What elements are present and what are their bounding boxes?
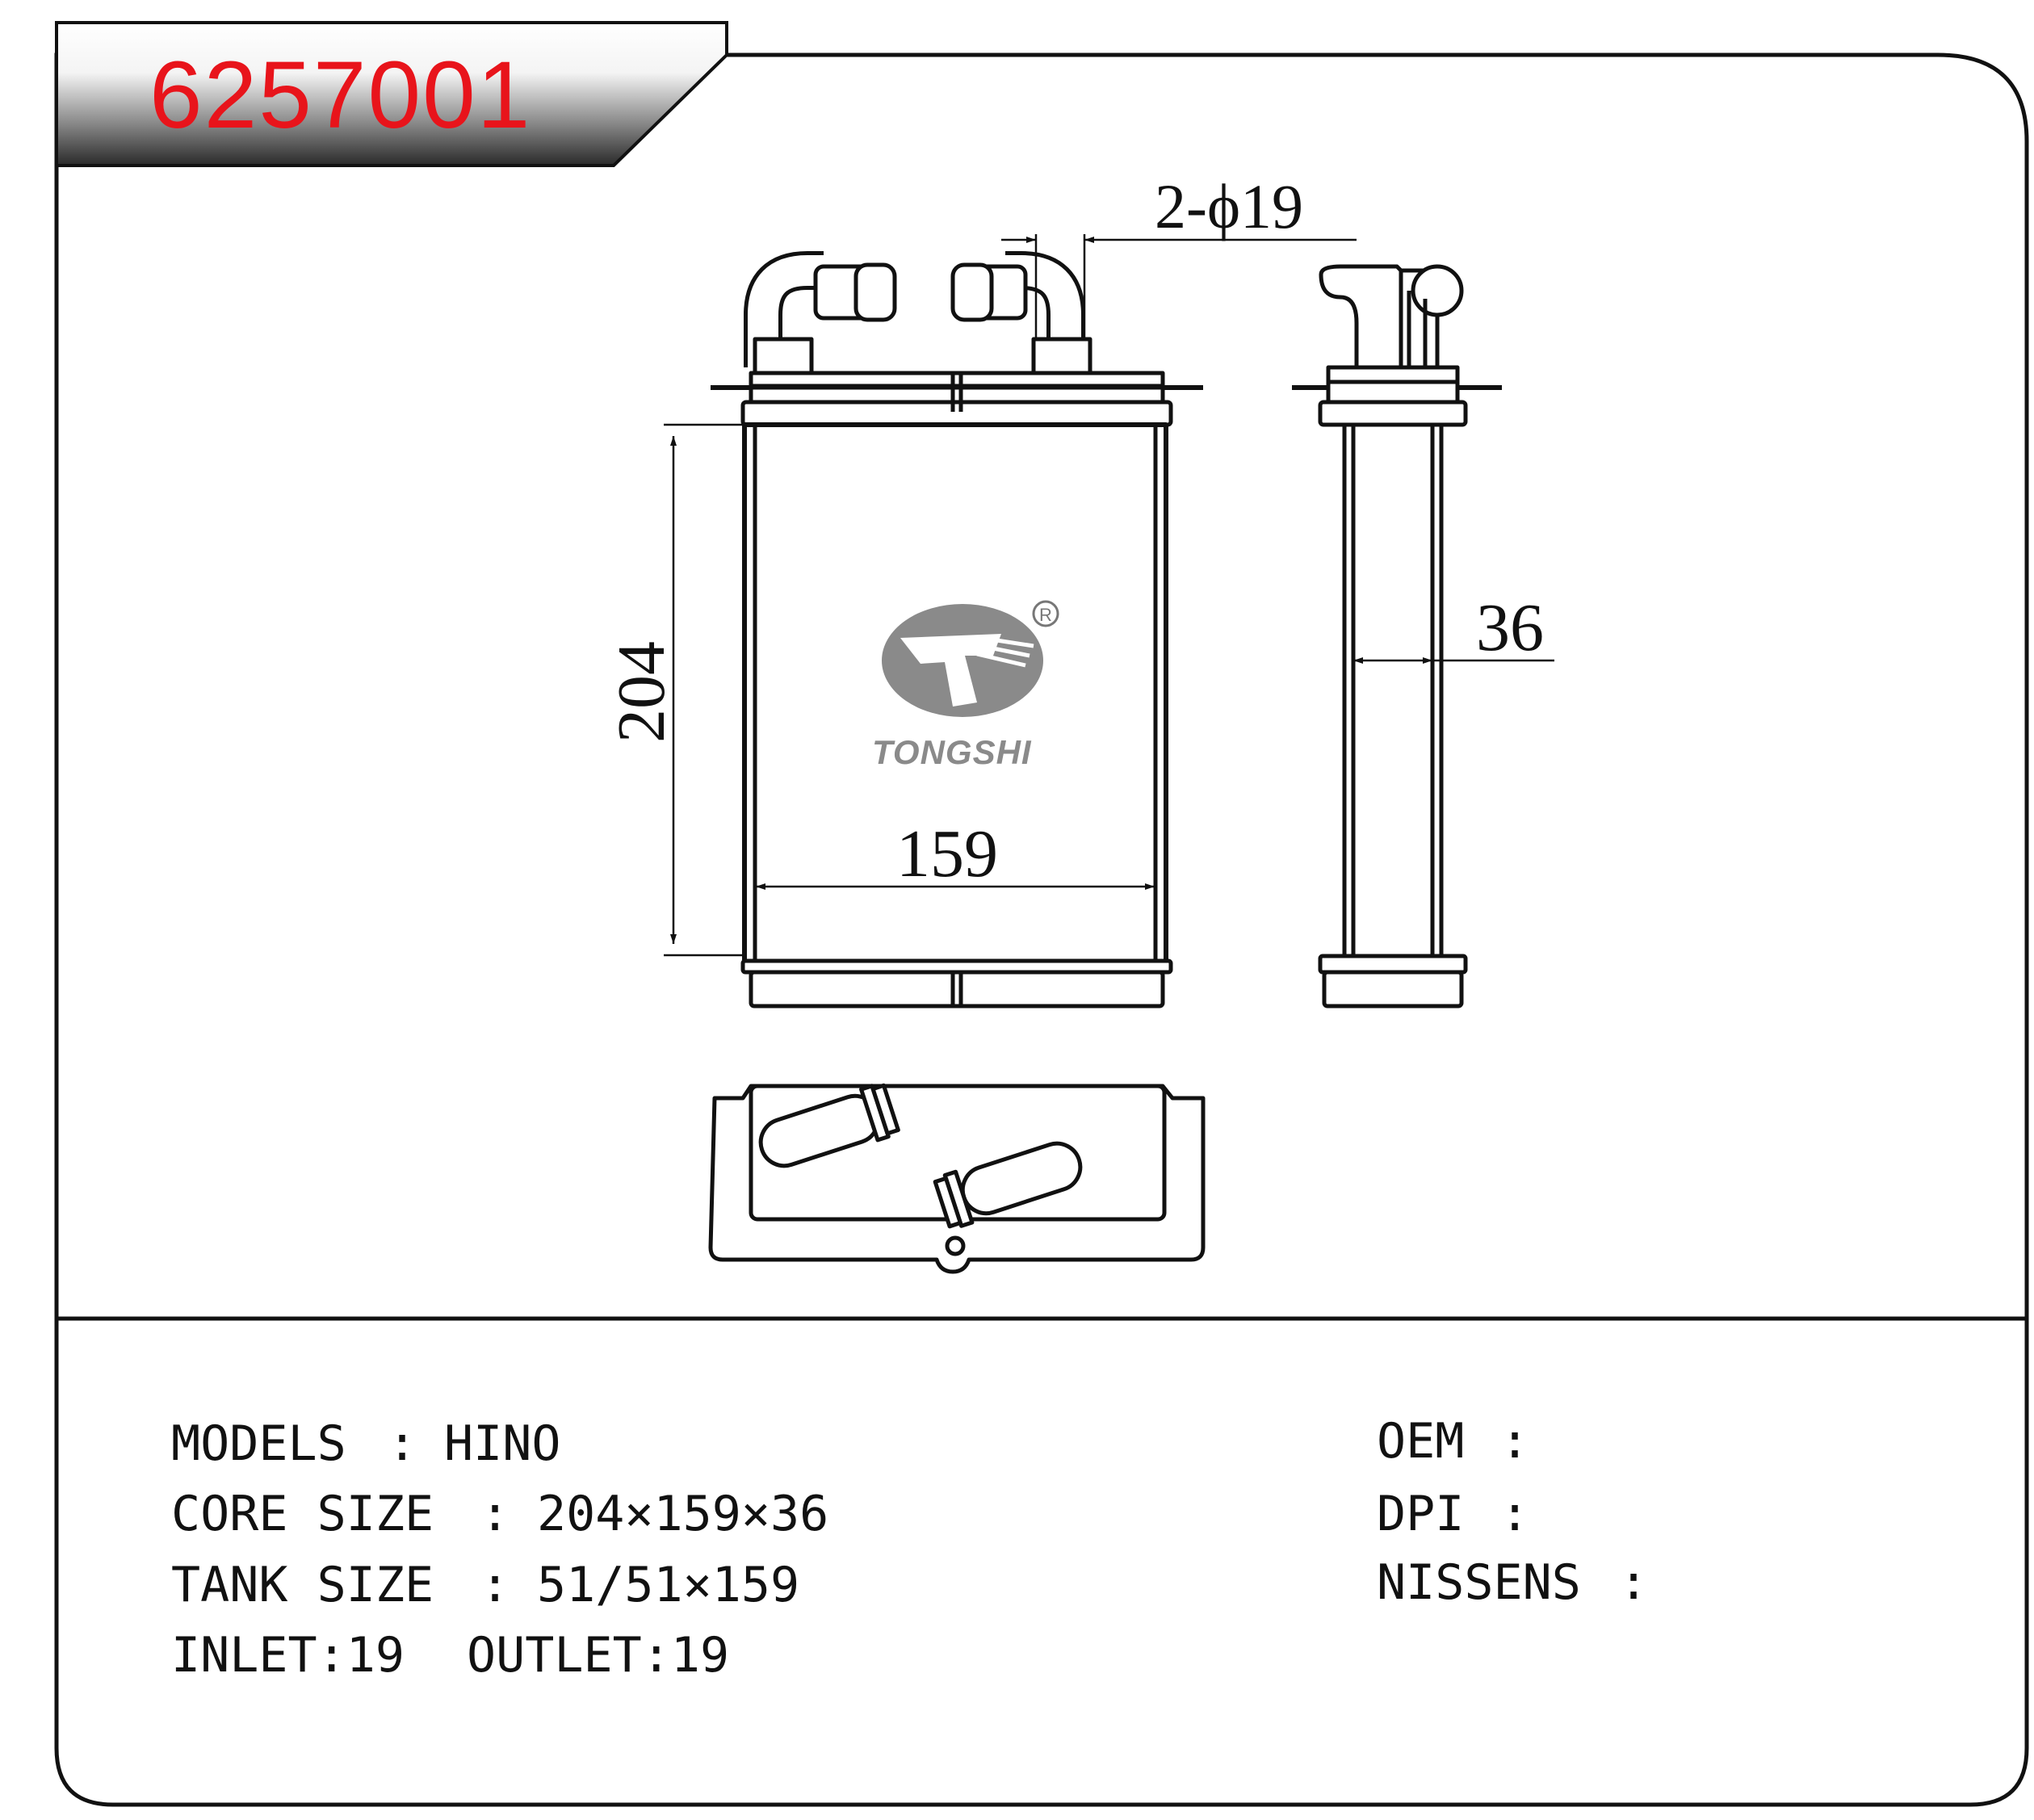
spec-models-value: HINO: [444, 1415, 561, 1472]
spec-tank-size-label: TANK SIZE: [171, 1557, 434, 1613]
spec-dpi-label: DPI: [1377, 1486, 1464, 1542]
top-view: [708, 1083, 1206, 1274]
registered-mark: R: [1039, 605, 1052, 625]
front-dimensions: [664, 234, 1357, 957]
part-number: 6257001: [149, 42, 531, 149]
spec-core-size-label: CORE SIZE: [171, 1486, 434, 1542]
dimension-depth: 36: [1476, 590, 1544, 665]
spec-tank-size-value: 51/51×159: [537, 1557, 799, 1613]
brand-logo: R TONGSHI: [872, 600, 1059, 771]
dimension-pipe: 2-ϕ19: [1155, 171, 1303, 241]
spec-nissens-sep: :: [1619, 1554, 1648, 1611]
side-view: [1292, 264, 1502, 1009]
spec-core-size-sep: :: [480, 1486, 510, 1542]
sheet-frame: [54, 52, 2029, 1807]
dimension-width: 159: [896, 816, 998, 891]
spec-oem-label: OEM: [1377, 1413, 1464, 1470]
spec-models-label: MODELS: [171, 1415, 346, 1472]
part-number-banner: 6257001: [55, 21, 728, 167]
dimension-height: 204: [604, 641, 679, 743]
spec-outlet: OUTLET:19: [467, 1627, 729, 1684]
spec-inlet: INLET:19: [171, 1627, 405, 1684]
brand-name: TONGSHI: [872, 733, 1032, 771]
spec-nissens-label: NISSENS: [1377, 1554, 1581, 1611]
spec-dpi-sep: :: [1500, 1486, 1529, 1542]
spec-core-size-value: 204×159×36: [537, 1486, 828, 1542]
specs-left: MODELS : HINO CORE SIZE : 204×159×36 TAN…: [171, 1415, 828, 1684]
spec-oem-sep: :: [1500, 1413, 1529, 1470]
spec-tank-size-sep: :: [480, 1557, 510, 1613]
specs-right: OEM : DPI : NISSENS :: [1377, 1413, 1648, 1611]
spec-models-sep: :: [388, 1415, 417, 1472]
